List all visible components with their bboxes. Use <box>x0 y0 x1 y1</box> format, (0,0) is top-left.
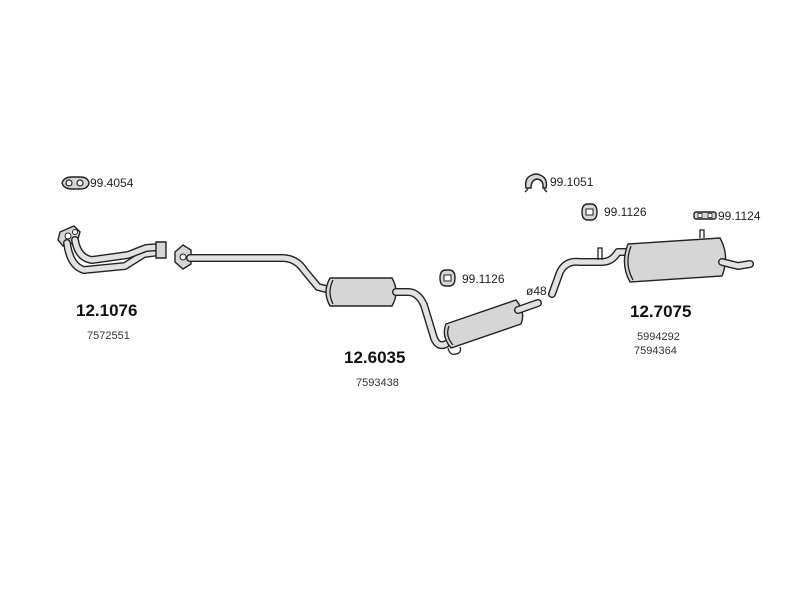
oem-number: 7572551 <box>87 330 130 342</box>
part-code-rear-silencer: 12.7075 <box>630 302 692 321</box>
gasket-clamp-icon <box>61 176 90 190</box>
part-code-middle-silencer: 12.6035 <box>344 348 406 367</box>
mounting-bracket-icon <box>693 211 717 220</box>
front-pipe-drawing <box>57 225 167 274</box>
dimension-label: ø48 <box>526 284 547 298</box>
middle-silencer-drawing <box>174 244 542 356</box>
rubber-mount-icon <box>439 269 456 287</box>
hardware-code-mount-b: 99.1126 <box>462 272 505 286</box>
rear-silencer-drawing <box>548 229 754 298</box>
oem-number: 7594364 <box>634 345 677 357</box>
oem-number: 7593438 <box>356 377 399 389</box>
oem-number: 5994292 <box>637 331 680 343</box>
hardware-code-mount-a: 99.1126 <box>604 205 647 219</box>
hardware-code-clamp-gasket: 99.4054 <box>90 176 134 190</box>
part-code-front-pipe: 12.1076 <box>76 301 138 320</box>
hardware-code-hanger-ring: 99.1051 <box>550 175 594 189</box>
hardware-code-bracket: 99.1124 <box>718 209 761 223</box>
rubber-ring-hanger-icon <box>524 173 548 193</box>
rubber-mount-icon <box>581 203 598 221</box>
